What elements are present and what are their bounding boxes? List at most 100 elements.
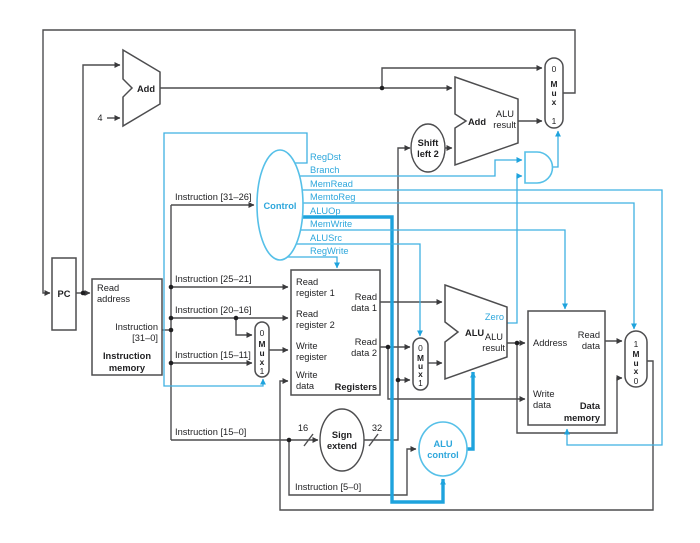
dmem-write-data-1: Write — [533, 389, 555, 399]
pc-adder-label: Add — [137, 84, 155, 94]
pcsrc-mux-0: 0 — [552, 64, 557, 74]
alu-label: ALU — [465, 328, 484, 338]
reg-rd1-1: Read — [355, 292, 377, 302]
reg-wr-2: register — [296, 352, 327, 362]
reg-rr1-1: Read — [296, 277, 318, 287]
pcsrc-mux-m: M — [551, 79, 558, 89]
junction-dots — [80, 85, 520, 443]
signal-regwrite: RegWrite — [310, 246, 349, 256]
regdst-mux-shape — [254, 321, 270, 378]
control-label: Control — [263, 201, 296, 211]
alu-result-2: result — [482, 343, 505, 353]
data-memory-box — [527, 310, 606, 426]
dmem-read-data-1: Read — [578, 330, 600, 340]
wire-pc-to-add — [82, 62, 121, 293]
branch-adder-label: Add — [468, 117, 486, 127]
wire-zero — [507, 173, 523, 324]
regdst-mux: 0 M u x 1 — [254, 321, 270, 378]
pc-adder-shape — [122, 48, 161, 128]
regdst-mux-1: 1 — [260, 366, 265, 376]
pcsrc-mux: 0 M u x 1 — [544, 57, 564, 129]
imem-read-address-1: Read — [97, 283, 119, 293]
reg-rr2-1: Read — [296, 309, 318, 319]
reg-rd1-2: data 1 — [351, 303, 377, 313]
sign-extend-label-1: Sign — [332, 430, 352, 440]
alusrc-mux-m: M — [417, 353, 424, 363]
dmem-address: Address — [533, 338, 567, 348]
junction-pc4 — [379, 85, 385, 91]
pcsrc-mux-u: u — [551, 88, 556, 98]
shift-left-2: Shift left 2 — [410, 123, 446, 173]
junction-pc-out — [80, 290, 86, 296]
wire-alu-result-bypass — [516, 343, 623, 434]
pc-unit: PC — [51, 257, 77, 331]
control-signal-labels: RegDst Branch MemRead MemtoReg ALUOp Mem… — [310, 152, 355, 256]
shift-left-2-label-1: Shift — [418, 138, 439, 148]
wire-alucontrol-out — [467, 371, 476, 451]
control-oval — [256, 149, 304, 261]
bus-width-32: 32 — [372, 423, 382, 433]
junction-alu-result — [514, 340, 520, 346]
signal-alusrc: ALUSrc — [310, 233, 342, 243]
bus-slash-16 — [303, 433, 314, 447]
reg-rr2-2: register 2 — [296, 320, 335, 330]
signal-memread: MemRead — [310, 179, 353, 189]
branch-adder-result-2: result — [493, 120, 516, 130]
signal-aluop: ALUOp — [310, 206, 341, 216]
and-gate-shape — [524, 151, 554, 184]
alusrc-mux-1: 1 — [418, 378, 423, 388]
field-15-0: Instruction [15–0] — [175, 427, 246, 437]
dmem-name-2: memory — [564, 413, 601, 423]
wire-memtoreg — [303, 202, 637, 330]
signal-branch: Branch — [310, 165, 339, 175]
wire-branch — [299, 157, 523, 177]
datapath-wires — [42, 29, 654, 511]
branch-adder-shape — [454, 75, 519, 167]
sign-extend: Sign extend 16 32 — [298, 408, 382, 472]
pc-adder: Add 4 — [97, 48, 161, 128]
regdst-mux-x: x — [260, 357, 265, 367]
wire-regwrite — [287, 256, 340, 269]
wire-pc4-to-mux — [381, 65, 543, 88]
dmem-read-data-2: data — [582, 341, 601, 351]
alusrc-mux: 0 M u x 1 — [412, 337, 429, 391]
reg-rd2-2: data 2 — [351, 348, 377, 358]
signal-memtoreg: MemtoReg — [310, 192, 355, 202]
imem-name-1: Instruction — [103, 351, 151, 361]
reg-wd-1: Write — [296, 370, 318, 380]
registers-label: Registers — [335, 382, 377, 392]
junction-signext — [395, 377, 401, 383]
imem-read-address-2: address — [97, 294, 130, 304]
imem-instruction-2: [31–0] — [132, 333, 158, 343]
field-5-0: Instruction [5–0] — [295, 482, 361, 492]
instruction-field-labels: Instruction [31–26] Instruction [25–21] … — [175, 192, 361, 492]
regdst-mux-u: u — [259, 348, 264, 358]
wire-signext-to-shift — [364, 145, 411, 441]
sign-extend-label-2: extend — [327, 441, 357, 451]
field-20-16: Instruction [20–16] — [175, 305, 252, 315]
alusrc-mux-shape — [412, 337, 429, 391]
alu-shape — [444, 283, 508, 381]
branch-adder-result-1: ALU — [496, 109, 514, 119]
wire-memwrite — [300, 229, 568, 310]
instruction-memory-box — [91, 278, 163, 376]
pcsrc-mux-x: x — [552, 97, 557, 107]
wire-writeback — [279, 360, 654, 511]
junction-15-0 — [286, 437, 292, 443]
dmem-name-1: Data — [580, 401, 601, 411]
wire-alusrc — [296, 243, 423, 337]
constant-four-label: 4 — [97, 113, 102, 123]
alu-control: ALU control — [418, 421, 468, 477]
wire-instr-5-0 — [288, 440, 417, 496]
junction-read-data-2 — [385, 344, 391, 350]
regdst-mux-m: M — [259, 339, 266, 349]
memtoreg-mux-shape — [624, 330, 648, 388]
alusrc-mux-0: 0 — [418, 343, 423, 353]
imem-instruction-1: Instruction — [115, 322, 158, 332]
signal-regdst: RegDst — [310, 152, 341, 162]
field-31-26: Instruction [31–26] — [175, 192, 252, 202]
alusrc-mux-x: x — [418, 369, 423, 379]
registers-box — [290, 269, 381, 396]
